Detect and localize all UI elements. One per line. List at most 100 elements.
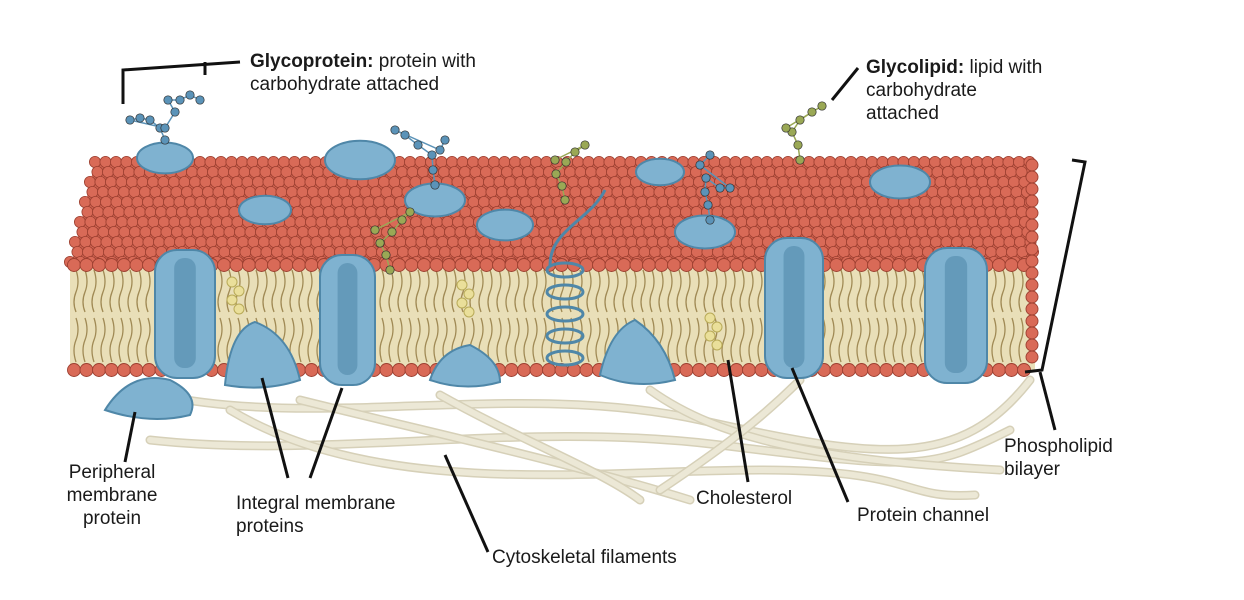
lipid-head <box>312 205 325 218</box>
lipid-head-front <box>892 363 906 377</box>
lipid-head <box>981 155 994 168</box>
lipid-head <box>614 195 627 208</box>
lipid-head <box>598 175 611 188</box>
lipid-head-front <box>304 258 319 272</box>
surface-protein <box>635 157 685 187</box>
bilayer-bracket <box>1024 158 1087 374</box>
lipid-head <box>320 195 333 208</box>
lipid-head <box>81 205 94 218</box>
lipid-head <box>281 245 294 258</box>
lipid-head <box>454 225 467 238</box>
lipid-head <box>296 225 309 238</box>
lipid-head <box>443 225 456 238</box>
lipid-head <box>154 205 167 218</box>
lipid-head <box>369 185 382 198</box>
lipid-head <box>196 165 209 178</box>
lipid-head <box>530 155 543 168</box>
lipid-head <box>124 245 137 258</box>
lipid-head <box>212 225 225 238</box>
lipid-head <box>976 175 989 188</box>
lipid-head <box>971 155 984 168</box>
lipid-head-side <box>1025 218 1039 232</box>
lipid-tail <box>622 269 628 313</box>
lipid-head <box>194 235 207 248</box>
lipid-head <box>470 245 483 258</box>
lipid-tail <box>1018 317 1024 363</box>
lipid-head <box>937 185 950 198</box>
lipid-head <box>657 235 670 248</box>
lipid-head <box>653 185 666 198</box>
lipid-head <box>729 155 742 168</box>
lipid-head <box>268 235 281 248</box>
lipid-tail <box>505 269 511 313</box>
lipid-head <box>446 235 459 248</box>
lipid-head-front <box>217 258 231 272</box>
lipid-tail <box>100 317 106 363</box>
lipid-tail <box>856 269 862 313</box>
lipid-head <box>735 215 748 228</box>
lipid-head <box>821 185 834 198</box>
lipid-head <box>819 215 832 228</box>
lipid-head <box>748 225 761 238</box>
lipid-head <box>482 175 495 188</box>
lipid-head <box>654 225 667 238</box>
lipid-head <box>126 215 139 228</box>
lipid-head <box>228 245 241 258</box>
lipid-head-front <box>879 258 894 272</box>
lipid-head <box>785 205 798 218</box>
lipid-head-side <box>1025 206 1039 220</box>
lipid-head <box>204 195 217 208</box>
lipid-head <box>580 225 593 238</box>
lipid-tail <box>1000 269 1006 313</box>
lipid-head <box>968 185 981 198</box>
lipid-head <box>927 225 940 238</box>
lipid-tail <box>721 269 727 313</box>
lipid-head <box>327 185 340 198</box>
lipid-tail <box>829 269 835 313</box>
lipid-head-front <box>392 363 406 377</box>
lipid-head <box>813 155 826 168</box>
lipid-tail <box>685 317 691 363</box>
lipid-head <box>990 225 1003 238</box>
lipid-head <box>294 215 307 228</box>
helix-turn <box>545 327 585 345</box>
lipid-head <box>131 195 144 208</box>
lipid-head <box>304 215 317 228</box>
lipid-head <box>769 225 782 238</box>
lipid-tail <box>748 269 754 313</box>
lipid-head <box>769 185 782 198</box>
lipid-head <box>395 165 408 178</box>
lipid-head <box>430 215 443 228</box>
lipid-tail <box>613 269 619 313</box>
lipid-head <box>272 175 285 188</box>
cytoskeletal-filaments-drawing <box>145 375 1035 505</box>
lipid-head <box>753 205 766 218</box>
lipid-head <box>963 165 976 178</box>
lipid-head-front <box>229 258 244 272</box>
lipid-head <box>220 215 233 228</box>
lipid-head <box>816 205 829 218</box>
lipid-head <box>1002 155 1015 168</box>
lipid-head-front <box>654 258 669 272</box>
peripheral-leader <box>123 411 137 463</box>
lipid-head <box>128 185 141 198</box>
lipid-head <box>777 215 790 228</box>
lipid-head <box>102 165 115 178</box>
lipid-tail <box>1009 317 1015 363</box>
lipid-head <box>506 185 519 198</box>
lipid-head <box>309 195 322 208</box>
lipid-head <box>139 225 152 238</box>
lipid-head <box>394 235 407 248</box>
glycolipid-chain-sugar <box>561 157 571 167</box>
lipid-head <box>205 235 218 248</box>
lipid-head <box>527 185 540 198</box>
lipid-head <box>191 225 204 238</box>
lipid-tail <box>703 269 709 313</box>
lipid-head <box>317 225 330 238</box>
membrane-protein-blob <box>598 318 677 385</box>
lipid-head <box>935 215 948 228</box>
lipid-head <box>732 205 745 218</box>
lipid-head <box>352 235 365 248</box>
integral-leaders <box>260 377 344 479</box>
lipid-head <box>390 185 403 198</box>
